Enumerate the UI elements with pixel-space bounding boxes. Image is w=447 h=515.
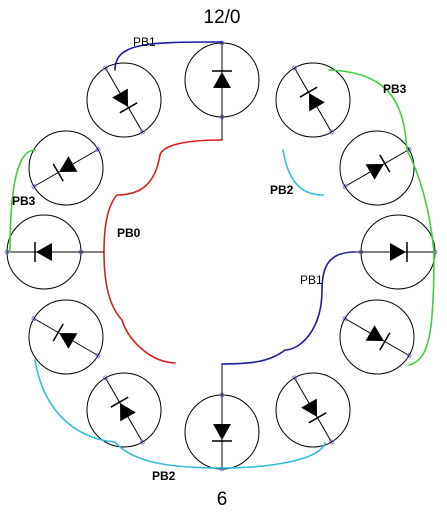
led-ring-circle [275, 62, 351, 138]
led-ring-circle [339, 130, 415, 206]
led-12 [184, 392, 260, 472]
led-ring-circle [339, 299, 415, 375]
led-11 [275, 372, 351, 448]
wire-pb3-right [328, 69, 435, 366]
led-4 [28, 130, 104, 206]
wire-pb1-right [221, 251, 356, 365]
diode-icon [31, 316, 101, 358]
diode-icon [342, 316, 412, 358]
led-ring-circle [86, 372, 162, 448]
hour-label-bottom: 6 [217, 489, 228, 510]
diode-icon [358, 242, 438, 262]
diode-icon [103, 65, 145, 135]
wire-pb2-upper [282, 149, 324, 196]
led-7 [358, 214, 438, 290]
diode-icon [103, 375, 145, 445]
led-ring-circle [275, 372, 351, 448]
wire-label-pb2-lower: PB2 [152, 469, 176, 483]
wire-label-pb2-upper: PB2 [270, 183, 294, 197]
wire-label-pb3-left: PB3 [12, 194, 36, 208]
wire-pb1-top [114, 41, 223, 71]
diode-icon [292, 375, 334, 445]
wire-pb2-lower [34, 359, 326, 469]
diode-icon [342, 147, 412, 189]
led-1 [184, 40, 260, 120]
led-2 [86, 62, 162, 138]
lead-lines [75, 110, 368, 395]
wire-pb3-left [9, 149, 36, 253]
wire-layer [9, 41, 435, 469]
led-9 [339, 299, 415, 375]
wire-pb0 [103, 139, 223, 364]
diode-icon [212, 392, 232, 472]
led-ring [4, 40, 438, 472]
led-6 [4, 214, 84, 290]
wire-label-pb1-top: PB1 [133, 35, 156, 49]
led-ring-circle [28, 299, 104, 375]
led-5 [339, 130, 415, 206]
led-10 [86, 372, 162, 448]
wire-label-pb3-right: PB3 [383, 82, 407, 96]
led-ring-circle [86, 62, 162, 138]
wire-label-pb1-right: PB1 [300, 273, 323, 287]
diode-icon [4, 242, 84, 262]
led-8 [28, 299, 104, 375]
led-3 [275, 62, 351, 138]
hour-label-top: 12/0 [204, 7, 241, 28]
diode-icon [212, 40, 232, 120]
diode-icon [292, 65, 334, 135]
led-ring-circle [28, 130, 104, 206]
diode-icon [31, 147, 101, 189]
wire-label-pb0: PB0 [117, 226, 141, 240]
